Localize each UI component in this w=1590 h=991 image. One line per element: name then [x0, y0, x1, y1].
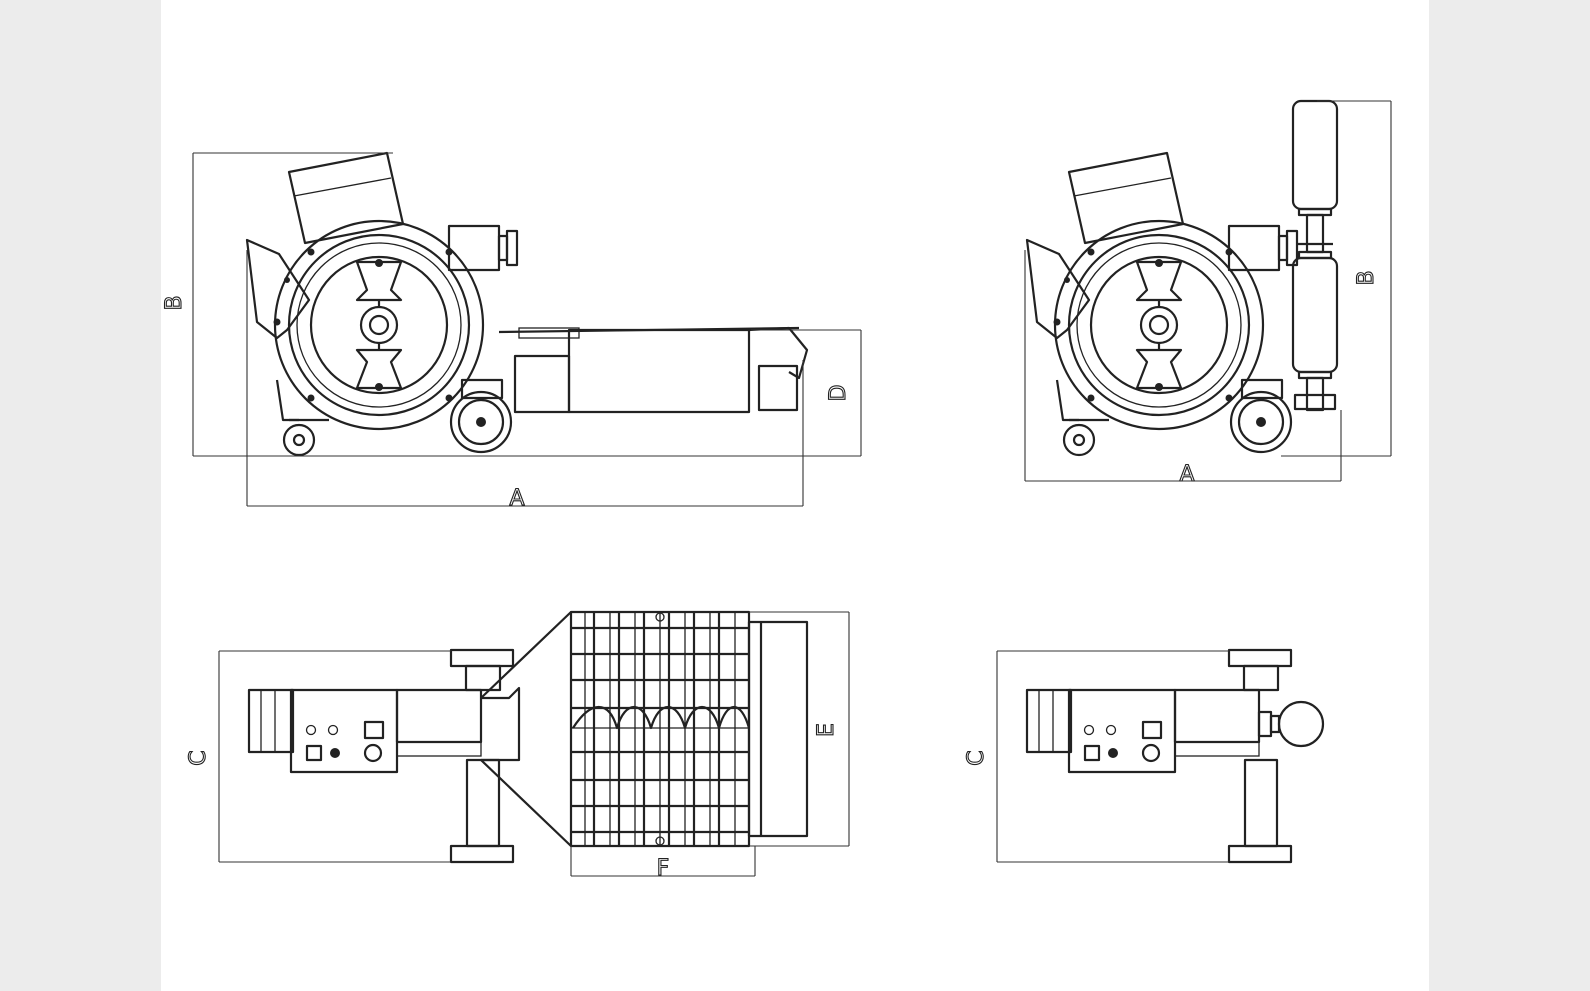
- dim-label-c-plan: C: [186, 750, 211, 765]
- dimension-lines-plan: C E F: [185, 611, 850, 882]
- dimension-lines-right-plan: C: [963, 650, 1229, 863]
- side-view-with-hopper: [245, 151, 809, 457]
- dim-label-c-right: C: [964, 750, 989, 765]
- side-view-compact: [1025, 99, 1339, 457]
- dim-label-a-right: A: [1179, 462, 1194, 487]
- dim-label-b-right: B: [1354, 270, 1379, 285]
- dim-label-d: D: [826, 385, 851, 402]
- dimension-lines-side: A B D: [161, 152, 862, 512]
- dim-label-e: E: [814, 723, 839, 737]
- dimension-lines-right-side: A B: [1024, 100, 1392, 488]
- dim-label-b-side: B: [162, 295, 187, 310]
- dim-label-a-side: A: [509, 486, 524, 511]
- technical-drawing: A B D A B: [161, 99, 1392, 882]
- dim-label-f: F: [657, 856, 670, 881]
- drawing-sheet: A B D A B: [161, 0, 1429, 991]
- plan-view-compact: [1025, 648, 1325, 864]
- plan-view-with-hopper: [247, 610, 809, 864]
